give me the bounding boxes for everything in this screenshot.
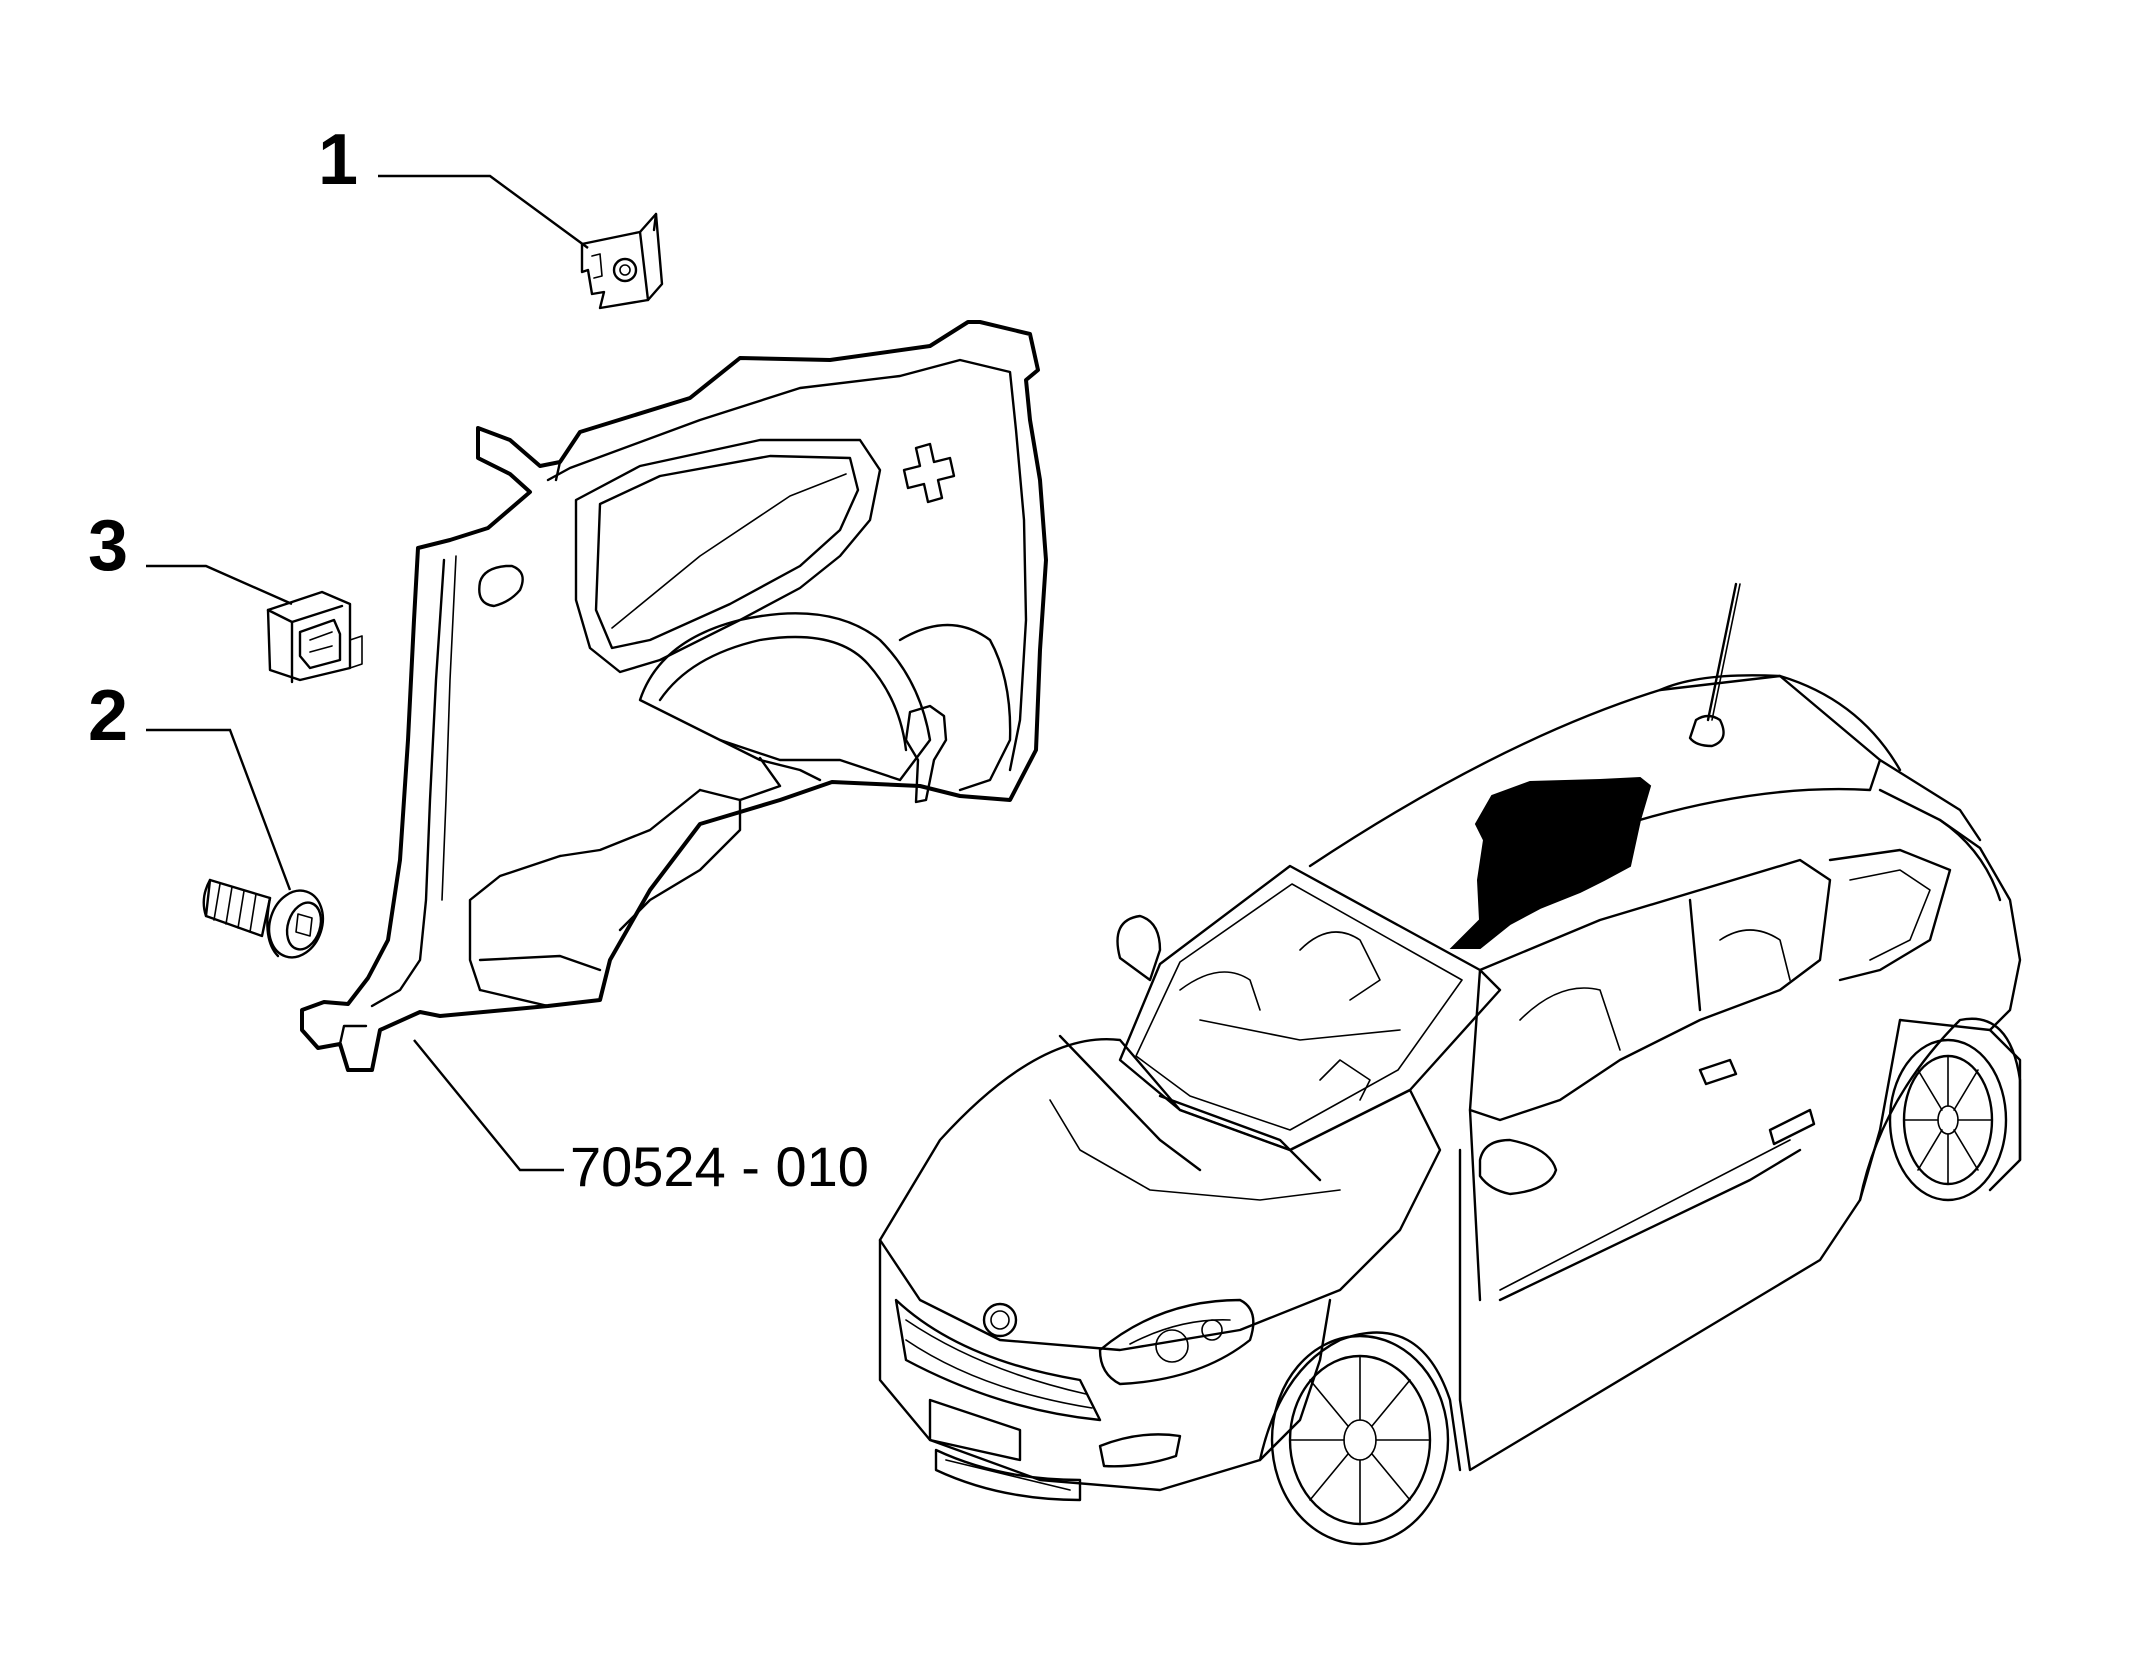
leader-line-2: [146, 728, 292, 891]
leader-line-3: [146, 564, 293, 606]
part-code-callout: 70524 - 010: [413, 1039, 869, 1198]
leader-line-part-code: [413, 1039, 564, 1172]
callout-label-1: 1: [318, 120, 358, 200]
bolt-icon[interactable]: [202, 878, 331, 964]
callout-label-3: 3: [88, 506, 128, 586]
callout-3: 3: [88, 506, 293, 606]
leader-line-1: [378, 174, 589, 249]
callout-2: 2: [88, 676, 292, 891]
callout-1: 1: [318, 120, 589, 249]
part-code-label: 70524 - 010: [570, 1135, 869, 1198]
side-trim-panel[interactable]: [300, 320, 1048, 1072]
callout-label-2: 2: [88, 676, 128, 756]
clip-nut-icon[interactable]: [580, 212, 664, 310]
car-hatchback[interactable]: [878, 582, 2022, 1546]
highlighted-panel-location: [1449, 776, 1652, 949]
push-fastener-icon[interactable]: [266, 590, 363, 684]
